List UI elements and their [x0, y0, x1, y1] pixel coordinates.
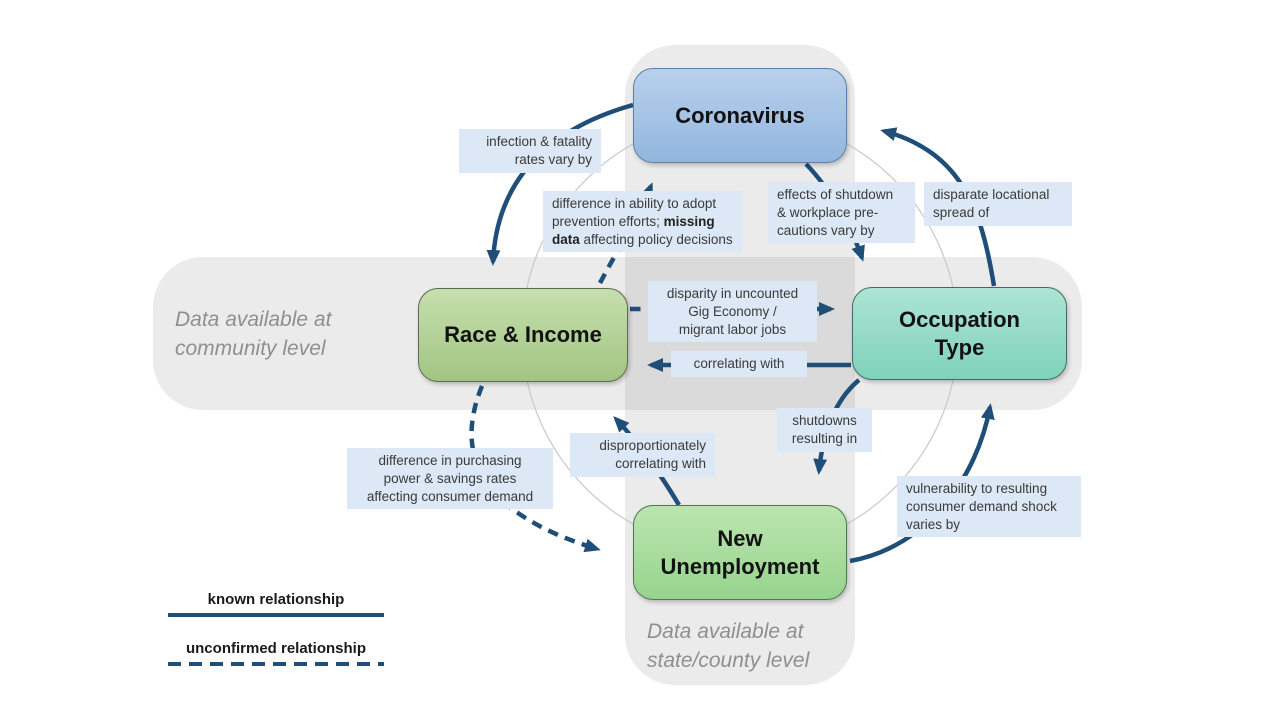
node-coronavirus-label: Coronavirus [675, 102, 805, 128]
edge-label-shutdowns-resulting: shutdowns resulting in [777, 408, 872, 452]
legend-item-unconfirmed: unconfirmed relationship [168, 640, 384, 666]
legend-item-known: known relationship [168, 591, 384, 617]
node-occupation-type-label: Occupation Type [898, 307, 1020, 360]
node-new-unemployment: New Unemployment [633, 505, 847, 600]
community-band-caption: Data available at community level [175, 308, 332, 360]
edge-label-infection-fatality: infection & fatality rates vary by [459, 129, 601, 173]
node-race-income: Race & Income [418, 288, 628, 382]
edge-label-purchasing-power: difference in purchasing power & savings… [347, 448, 553, 510]
edge-label-prevention: difference in ability to adopt preventio… [543, 191, 742, 253]
node-new-unemployment-label: New Unemployment [660, 526, 820, 579]
legend-unconfirmed-line-sample [168, 662, 384, 666]
edge-label-prevention-pre: difference in ability to adopt preventio… [552, 196, 717, 229]
edge-label-vulnerability: vulnerability to resulting consumer dema… [897, 476, 1081, 538]
edge-label-shutdown-effects: effects of shutdown & workplace pre- cau… [768, 182, 915, 244]
node-occupation-type: Occupation Type [852, 287, 1067, 380]
legend: known relationship unconfirmed relations… [168, 591, 384, 666]
edge-label-prevention-bold: missing data [552, 213, 715, 247]
edge-label-gig-economy: disparity in uncounted Gig Economy / mig… [648, 281, 817, 343]
state-county-band-caption: Data available at state/county level [647, 620, 810, 672]
edge-label-correlating-with: correlating with [671, 351, 807, 377]
legend-known-label: known relationship [207, 591, 345, 608]
node-race-income-label: Race & Income [444, 322, 602, 348]
node-coronavirus: Coronavirus [633, 68, 847, 163]
edge-label-prevention-post: affecting policy decisions [579, 231, 733, 247]
legend-unconfirmed-label: unconfirmed relationship [185, 640, 366, 657]
edge-label-locational-spread: disparate locational spread of [924, 182, 1072, 226]
legend-known-line-sample [168, 613, 384, 617]
edge-label-disproportionately-correlating: disproportionately correlating with [570, 433, 715, 477]
